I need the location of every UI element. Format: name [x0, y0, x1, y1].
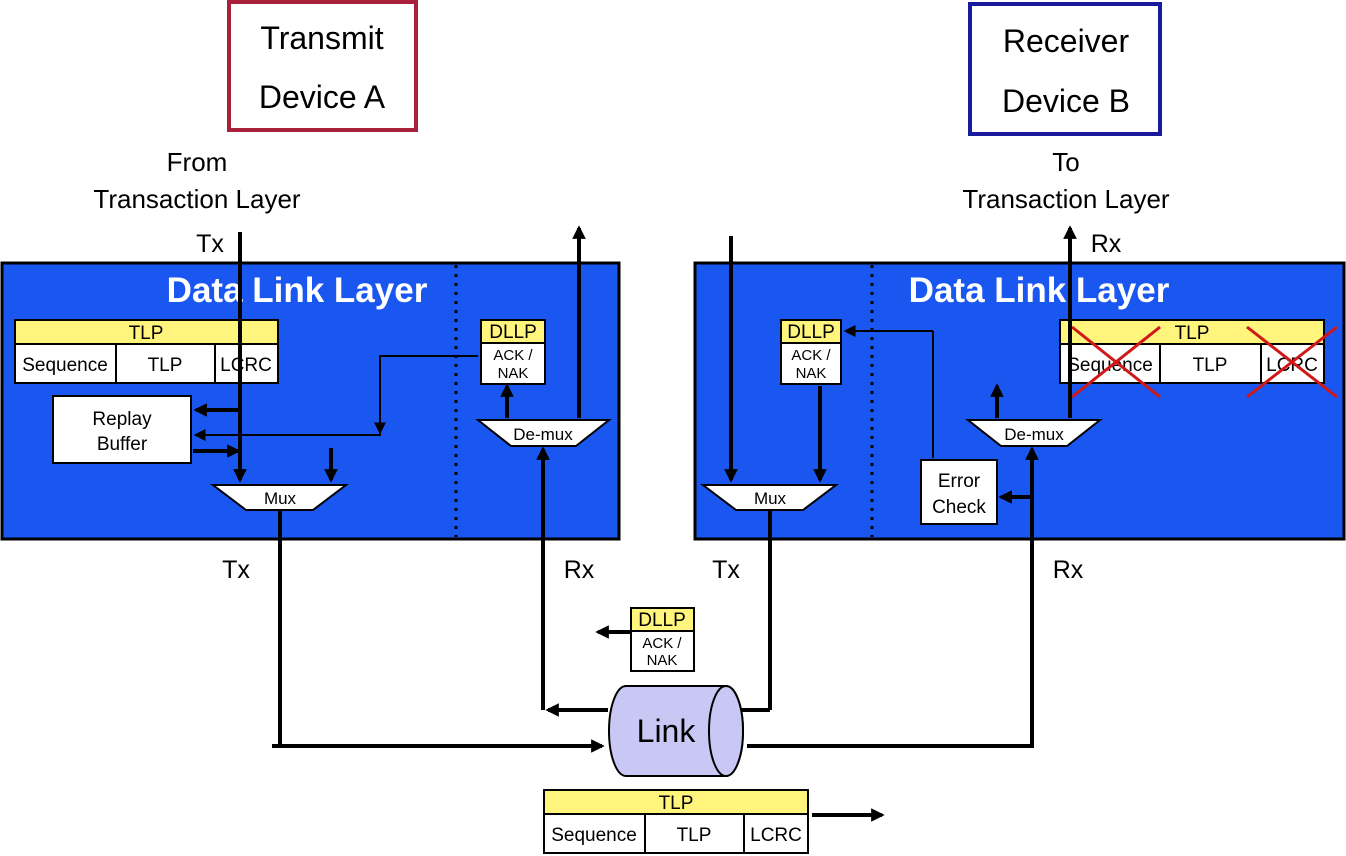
receiver-line1: Receiver	[1003, 23, 1130, 59]
replay-buffer: Replay Buffer	[52, 395, 192, 464]
tlp-frame-bottom: TLP Sequence TLP LCRC	[543, 789, 809, 854]
demux-right-label: De-mux	[1004, 425, 1064, 444]
tlp-left-lcrc: LCRC	[220, 355, 272, 376]
error-check-line2: Check	[932, 497, 986, 518]
layer-title-left: Data Link Layer	[167, 271, 428, 310]
replay-buffer-line2: Buffer	[97, 434, 148, 455]
dllp-link: DLLP ACK / NAK	[630, 607, 695, 672]
rx-top-label: Rx	[1091, 230, 1122, 258]
error-check-line1: Error	[938, 471, 981, 492]
transmit-line2: Device A	[259, 79, 386, 115]
dllp-left-line2: NAK	[498, 365, 529, 382]
tlp-right-lcrc: LCRC	[1266, 355, 1318, 376]
receiver-line2: Device B	[1002, 83, 1130, 119]
mux-left-label: Mux	[264, 489, 297, 508]
dllp-left-line1: ACK /	[493, 347, 533, 364]
from-label-line2: Transaction Layer	[93, 184, 300, 214]
dllp-right-line1: ACK /	[791, 347, 831, 364]
tlp-bottom-tlp: TLP	[677, 825, 712, 846]
dllp-link-header: DLLP	[638, 610, 686, 631]
mux-right-label: Mux	[754, 489, 787, 508]
tlp-bottom-sequence: Sequence	[551, 825, 637, 846]
mux-left: Mux	[210, 484, 349, 511]
demux-left-label: De-mux	[513, 425, 573, 444]
error-check: Error Check	[920, 459, 998, 525]
rx-label-left: Rx	[564, 556, 595, 584]
tx-label-right: Tx	[712, 556, 740, 584]
tlp-left-header: TLP	[129, 323, 164, 344]
replay-buffer-line1: Replay	[92, 409, 152, 430]
rx-label-right: Rx	[1053, 556, 1084, 584]
tx-top-label: Tx	[196, 230, 224, 258]
dllp-left: DLLP ACK / NAK	[480, 319, 546, 385]
receiver-device-box: Receiver Device B	[968, 2, 1162, 136]
demux-left: De-mux	[475, 419, 612, 447]
tlp-bottom-header: TLP	[659, 793, 694, 814]
tlp-frame-left: TLP Sequence TLP LCRC	[14, 319, 279, 384]
tlp-left-tlp: TLP	[148, 355, 183, 376]
transmit-device-box: Transmit Device A	[227, 0, 418, 132]
tlp-right-header: TLP	[1175, 323, 1210, 344]
tlp-right-tlp: TLP	[1193, 355, 1228, 376]
link-cylinder: Link	[608, 685, 744, 777]
dllp-right-header: DLLP	[787, 322, 835, 343]
tx-label-left: Tx	[222, 556, 250, 584]
tlp-frame-right: TLP Sequence TLP LCRC	[1059, 319, 1325, 384]
dllp-link-line2: NAK	[647, 652, 678, 669]
discard-cross-lcrc	[1246, 325, 1338, 399]
demux-right: De-mux	[965, 419, 1103, 447]
layer-title-right: Data Link Layer	[909, 271, 1170, 310]
signal-wires	[193, 225, 1077, 822]
to-label-line2: Transaction Layer	[962, 184, 1169, 214]
to-label-line1: To	[1052, 147, 1079, 177]
link-label: Link	[637, 713, 697, 749]
discard-cross-sequence	[1071, 325, 1161, 399]
transmit-line1: Transmit	[260, 20, 383, 56]
mux-right: Mux	[700, 484, 839, 511]
dllp-left-header: DLLP	[489, 322, 537, 343]
dllp-right-line2: NAK	[796, 365, 827, 382]
tlp-bottom-lcrc: LCRC	[750, 825, 802, 846]
dllp-right: DLLP ACK / NAK	[780, 319, 842, 385]
from-label-line1: From	[167, 147, 228, 177]
dllp-link-line1: ACK /	[642, 635, 682, 652]
tlp-left-sequence: Sequence	[22, 355, 108, 376]
